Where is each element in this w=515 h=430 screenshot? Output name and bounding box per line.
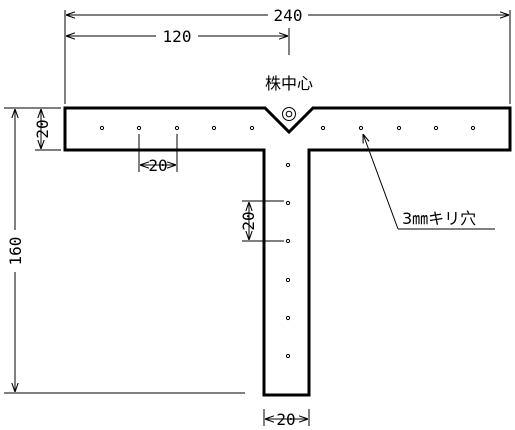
hole — [136, 125, 142, 131]
dimension-stem-width: 20 — [263, 409, 310, 429]
hole — [99, 125, 105, 131]
dimension-half-width-value: 120 — [163, 27, 192, 46]
dimension-overall-width-value: 240 — [274, 6, 303, 25]
dimension-half-width: 120 — [66, 27, 290, 55]
dimension-height-value: 160 — [6, 237, 25, 266]
dimension-arm-thickness: 20 — [33, 109, 61, 151]
hole — [211, 125, 217, 131]
hole-spec-label: 3㎜キリ穴 — [402, 209, 476, 228]
dimension-height: 160 — [4, 107, 245, 394]
dimension-overall-width: 240 — [64, 6, 511, 104]
hole — [174, 125, 180, 131]
arm-holes — [99, 125, 476, 131]
t-bracket-outline — [63, 106, 512, 397]
hole — [320, 125, 326, 131]
hole — [285, 162, 291, 168]
dimension-stem-hole-pitch: 20 — [239, 200, 284, 242]
center-mark-label: 株中心 — [265, 74, 313, 93]
hole — [433, 125, 439, 131]
hole-spec-leader: 3㎜キリ穴 — [363, 134, 495, 230]
center-mark-icon — [282, 107, 296, 121]
dimension-stem-width-value: 20 — [276, 410, 295, 429]
hole — [396, 125, 402, 131]
dimension-stem-hole-pitch-value: 20 — [239, 211, 258, 230]
dimension-arm-thickness-value: 20 — [33, 119, 52, 138]
hole — [285, 200, 291, 206]
hole — [285, 315, 291, 321]
hole — [285, 238, 291, 244]
hole — [249, 125, 255, 131]
hole — [358, 125, 364, 131]
dimension-arm-hole-pitch: 20 — [138, 134, 178, 175]
hole — [285, 277, 291, 283]
hole — [470, 125, 476, 131]
hole — [285, 353, 291, 359]
dimension-arm-hole-pitch-value: 20 — [148, 156, 167, 175]
stem-holes — [285, 162, 291, 359]
